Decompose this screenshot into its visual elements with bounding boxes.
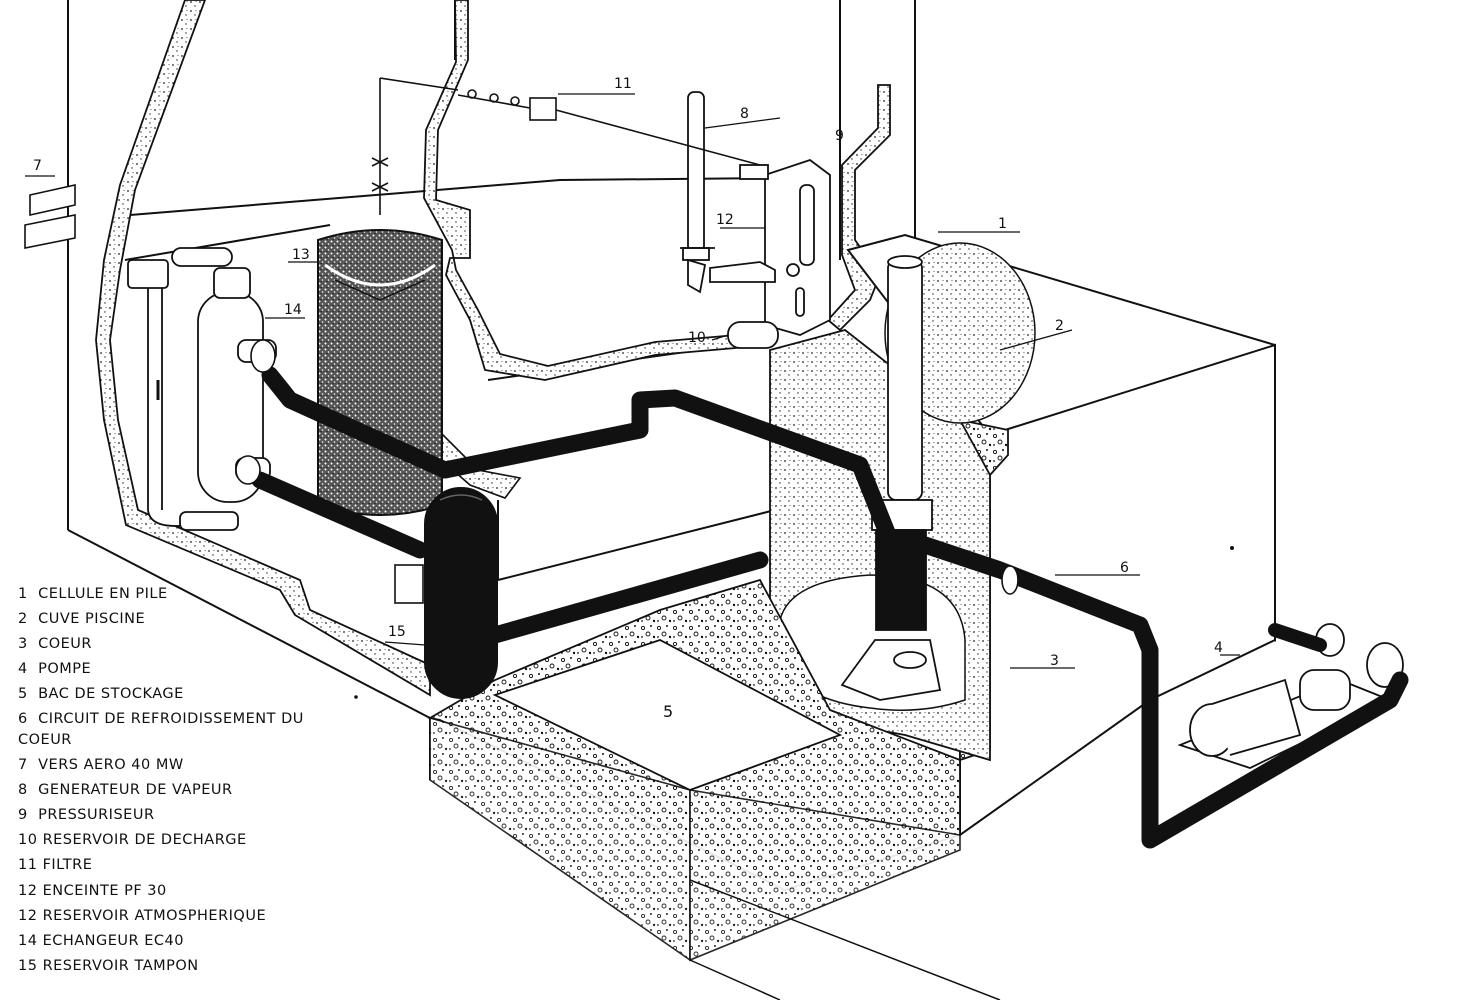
callout-6: 6 xyxy=(1120,560,1129,576)
legend-number: 1 xyxy=(18,586,28,602)
legend-text: GENERATEUR DE VAPEUR xyxy=(38,782,233,799)
legend-item: 4 POMPE xyxy=(18,659,318,680)
callout-7: 7 xyxy=(33,158,42,174)
storage-tank-opening xyxy=(492,639,843,791)
callout-3: 3 xyxy=(1050,653,1059,669)
legend-item: 12 ENCEINTE PF 30 xyxy=(18,881,318,902)
legend-item: 15 RESERVOIR TAMPON xyxy=(18,956,318,977)
callout-14: 14 xyxy=(284,302,302,318)
callout-leaders xyxy=(25,93,1240,669)
callout-2: 2 xyxy=(1055,318,1064,334)
legend-item: 11 FILTRE xyxy=(18,855,318,876)
atmospheric-reservoir xyxy=(317,229,443,516)
legend-item: 8 GENERATEUR DE VAPEUR xyxy=(18,780,318,801)
callout-15: 15 xyxy=(388,624,406,640)
legend-number: 2 xyxy=(18,611,28,628)
floor-slab xyxy=(427,578,1001,1000)
reactor-core-column xyxy=(840,255,942,701)
callout-11: 11 xyxy=(614,76,632,92)
legend-number: 8 xyxy=(18,782,28,799)
steam-generator xyxy=(680,91,715,294)
legend-number: 4 xyxy=(18,661,28,678)
exchanger-ec40 xyxy=(127,247,277,531)
legend-text: POMPE xyxy=(38,661,92,678)
pipe-flanges xyxy=(235,339,1019,595)
legend-number: 12 xyxy=(18,907,38,924)
legend-number: 12 xyxy=(18,882,38,899)
legend-item: 1 CELLULE EN PILE xyxy=(18,584,318,605)
callout-1: 1 xyxy=(998,216,1007,232)
legend-text: ECHANGEUR EC40 xyxy=(42,932,184,949)
legend-text: PRESSURISEUR xyxy=(38,807,155,824)
legend-text: BAC DE STOCKAGE xyxy=(38,686,184,703)
legend-item: 14 ECHANGEUR EC40 xyxy=(18,931,318,952)
callout-numbers: 1 2 3 4 5 6 7 8 9 10 11 12 13 14 15 xyxy=(33,76,1223,721)
legend-item: 9 PRESSURISEUR xyxy=(18,805,318,826)
callout-9: 9 xyxy=(835,128,844,144)
flow-to-aero xyxy=(24,184,76,249)
legend-text: COEUR xyxy=(38,636,92,653)
callout-4: 4 xyxy=(1214,640,1223,656)
discharge-reservoir xyxy=(727,321,779,349)
legend-text: FILTRE xyxy=(42,857,93,874)
callout-5: 5 xyxy=(663,702,673,721)
legend-text: RESERVOIR TAMPON xyxy=(42,957,199,974)
cooling-circuit-pipes xyxy=(251,366,1409,849)
legend-number: 14 xyxy=(18,932,38,949)
legend-item: 7 VERS AERO 40 MW xyxy=(18,755,318,776)
legend-item: 3 COEUR xyxy=(18,634,318,655)
legend-item: 6 CIRCUIT DE REFROIDISSEMENT DU COEUR xyxy=(18,709,318,750)
legend-number: 15 xyxy=(18,957,38,974)
legend-text: VERS AERO 40 MW xyxy=(38,757,184,774)
legend-item: 10 RESERVOIR DE DECHARGE xyxy=(18,830,318,851)
legend-text: RESERVOIR ATMOSPHERIQUE xyxy=(42,907,267,924)
callout-13: 13 xyxy=(292,247,310,263)
callout-8: 8 xyxy=(740,106,749,122)
legend-item: 2 CUVE PISCINE xyxy=(18,609,318,630)
filter-and-piping xyxy=(371,77,761,215)
callout-12: 12 xyxy=(716,212,734,228)
pressuriser-enclosure xyxy=(709,158,831,336)
legend-text: RESERVOIR DE DECHARGE xyxy=(42,832,247,849)
legend-number: 10 xyxy=(18,832,38,849)
legend-text: CUVE PISCINE xyxy=(38,611,146,628)
buffer-reservoir xyxy=(394,487,498,699)
legend-number: 7 xyxy=(18,757,28,774)
legend-text: CELLULE EN PILE xyxy=(38,586,168,602)
legend-text: ENCEINTE PF 30 xyxy=(42,882,167,899)
legend-item: 12 RESERVOIR ATMOSPHERIQUE xyxy=(18,906,318,927)
legend: 1 CELLULE EN PILE 2 CUVE PISCINE 3 COEUR… xyxy=(18,584,318,981)
pump xyxy=(1177,623,1404,769)
legend-number: 11 xyxy=(18,857,38,874)
callout-10: 10 xyxy=(688,330,706,346)
legend-number: 5 xyxy=(18,686,28,703)
cutaway-wall-center xyxy=(423,0,774,499)
legend-text: CIRCUIT DE REFROIDISSEMENT DU COEUR xyxy=(18,711,304,748)
legend-number: 3 xyxy=(18,636,28,653)
legend-number: 9 xyxy=(18,807,28,824)
legend-number: 6 xyxy=(18,711,28,728)
legend-item: 5 BAC DE STOCKAGE xyxy=(18,684,318,705)
